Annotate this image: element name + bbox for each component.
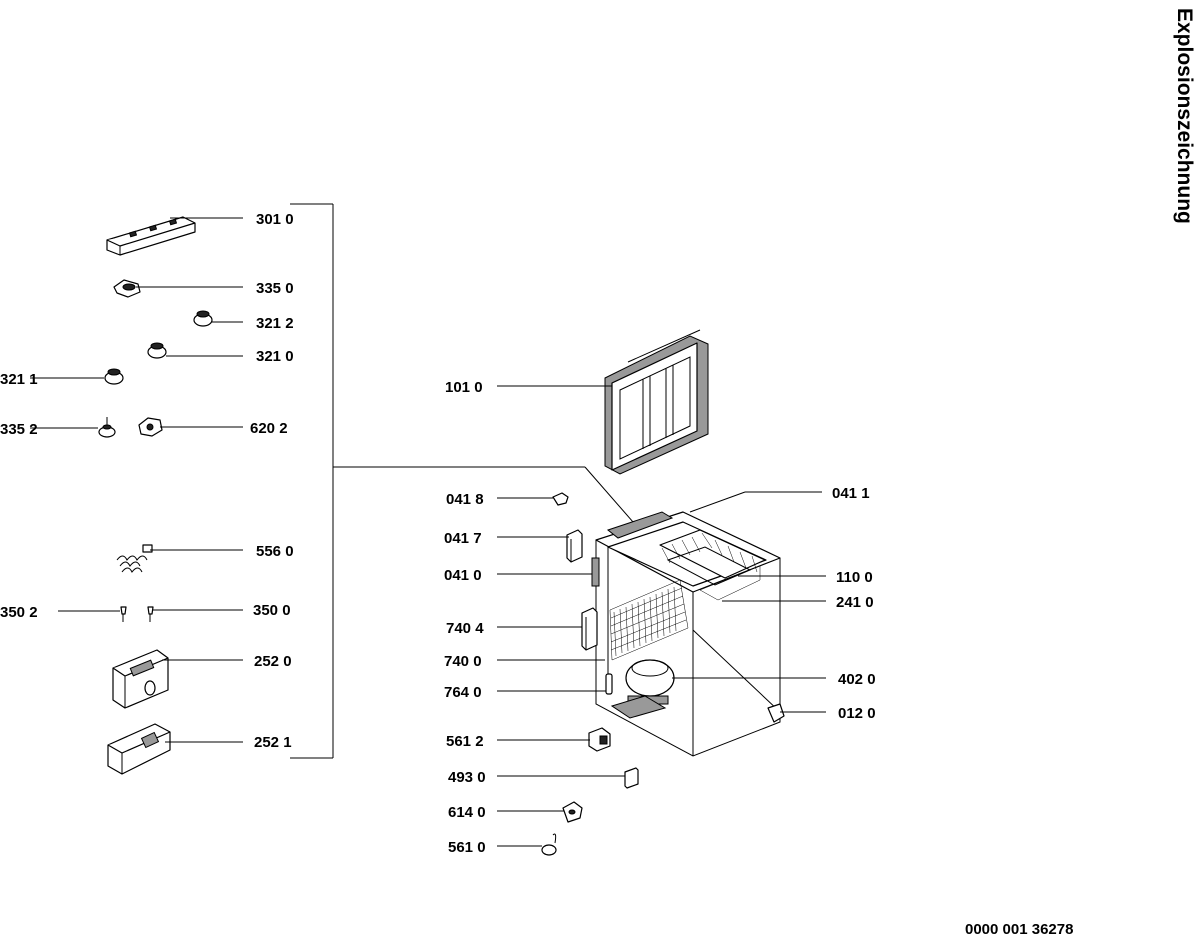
label-3211: 321 1 — [0, 371, 38, 388]
part-0418-clip[interactable] — [552, 492, 569, 506]
label-0418: 041 8 — [446, 491, 484, 508]
part-5612-relay[interactable] — [588, 727, 611, 752]
label-0417: 041 7 — [444, 530, 482, 547]
part-5560-spring[interactable] — [116, 544, 153, 573]
freezer-cabinet — [595, 511, 785, 757]
label-3352: 335 2 — [0, 421, 38, 438]
part-3352-shaft[interactable] — [98, 417, 116, 438]
part-7640-drain[interactable] — [605, 673, 613, 695]
part-3212-knob[interactable] — [193, 310, 213, 327]
label-3500: 350 0 — [253, 602, 291, 619]
label-4930: 493 0 — [448, 769, 486, 786]
label-4020: 402 0 — [838, 671, 876, 688]
label-5612: 561 2 — [446, 733, 484, 750]
part-6202-thermostat[interactable] — [138, 417, 163, 437]
label-2410: 241 0 — [836, 594, 874, 611]
part-3010-control-panel[interactable] — [106, 216, 196, 256]
part-3210-knob[interactable] — [147, 342, 167, 359]
part-2520-housing[interactable] — [112, 649, 169, 709]
label-6140: 614 0 — [448, 804, 486, 821]
part-0417-hinge[interactable] — [566, 529, 583, 563]
label-7400: 740 0 — [444, 653, 482, 670]
label-1010: 101 0 — [445, 379, 483, 396]
part-7404-lamp[interactable] — [581, 607, 598, 651]
part-5610-sensor[interactable] — [541, 833, 557, 856]
document-number: 0000 001 36278 — [965, 921, 1073, 935]
part-6140-clamp[interactable] — [562, 801, 583, 823]
part-4930-capacitor[interactable] — [624, 767, 639, 789]
part-3350-knob-cover[interactable] — [113, 279, 141, 298]
part-3502-pin[interactable] — [120, 606, 127, 622]
label-0411: 041 1 — [832, 485, 870, 502]
part-3500-pin[interactable] — [147, 606, 154, 622]
label-3010: 301 0 — [256, 211, 294, 228]
label-5610: 561 0 — [448, 839, 486, 856]
label-1100: 110 0 — [836, 569, 873, 586]
label-2521: 252 1 — [254, 734, 292, 751]
label-2520: 252 0 — [254, 653, 292, 670]
part-3211-knob[interactable] — [104, 368, 124, 385]
label-3502: 350 2 — [0, 604, 38, 621]
label-0410: 041 0 — [444, 567, 482, 584]
label-3210: 321 0 — [256, 348, 294, 365]
label-3350: 335 0 — [256, 280, 294, 297]
label-7404: 740 4 — [446, 620, 484, 637]
part-1010-lid[interactable] — [604, 329, 709, 475]
part-2521-housing[interactable] — [107, 723, 171, 775]
label-3212: 321 2 — [256, 315, 294, 332]
label-0120: 012 0 — [838, 705, 876, 722]
label-7640: 764 0 — [444, 684, 482, 701]
label-5560: 556 0 — [256, 543, 294, 560]
left-group-bracket — [290, 203, 641, 759]
drawing-title: Explosionszeichnung — [1173, 8, 1196, 224]
label-6202: 620 2 — [250, 420, 288, 437]
